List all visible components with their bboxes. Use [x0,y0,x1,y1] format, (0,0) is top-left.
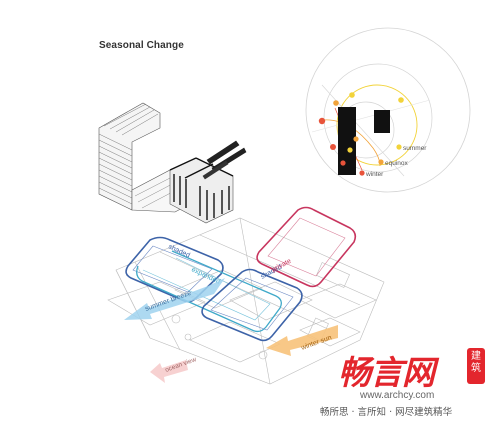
plan-fixture-3 [258,350,268,360]
ocean-view-arrow [150,360,188,383]
window-frames [169,157,234,220]
sun-dot-summer-top [349,92,355,98]
wall-ribs [98,103,159,205]
sun-dot-winter [359,170,365,176]
summer-breeze-arrow [124,278,225,320]
sun-path-diagram: summer equinox winter [305,27,471,193]
watermark-tagline: 畅所思 · 言所知 · 网尽建筑精华 [320,407,453,418]
sun-dot-winter-top [318,117,326,125]
sun-dot-equinox-top [333,100,339,106]
sun-dot-winter-low [340,160,346,166]
plan-room-3 [299,283,377,319]
building-block-small [374,110,390,133]
expanded-zone [136,250,282,333]
shaded-zone-2 [201,268,303,342]
floor-plan [107,217,385,385]
sun-dot-summer-low [347,147,353,153]
plan-fixture-1 [171,314,181,324]
plan-room-4 [189,321,281,363]
sun-axis-line-2 [311,99,431,133]
sun-axis-line [321,84,405,177]
building-block-tall [338,107,356,175]
winter-sun-arrow [266,325,338,356]
plan-room-1 [174,269,263,309]
sun-dot-equinox [378,159,384,165]
sun-dot-winter-left [330,144,336,150]
roof-louver-1 [206,140,240,165]
label-winter: winter [365,171,384,178]
label-summer: summer [403,145,427,152]
plan-fixture-2 [184,333,192,341]
shaded-zone-1-inner [132,245,213,293]
sun-dot-summer [396,144,402,150]
label-private: private [271,258,293,274]
plan-room-2 [229,281,313,321]
label-equinox: equinox [385,160,409,167]
plan-stair [316,262,350,288]
building-axonometric [98,102,247,224]
arrows: summer breeze winter sun ocean view [124,278,338,383]
middle-orbit-ring [323,63,433,173]
sun-dot-summer-mid [398,97,404,103]
private-zone-inner [267,217,346,277]
sun-dot-equinox-mid [353,136,359,142]
page-title: Seasonal Change [99,40,184,51]
shaded-zone-2-inner [210,277,294,331]
watermark-brand: 畅言网 [338,353,435,392]
watermark-mark-text: 建筑 [471,351,481,374]
outer-orbit-ring [305,27,471,193]
watermark-url: www.archcy.com [360,390,435,401]
watermark-brand-mark: 建筑 [467,348,485,384]
private-zone [256,206,357,288]
roof-louver-3 [202,160,229,180]
